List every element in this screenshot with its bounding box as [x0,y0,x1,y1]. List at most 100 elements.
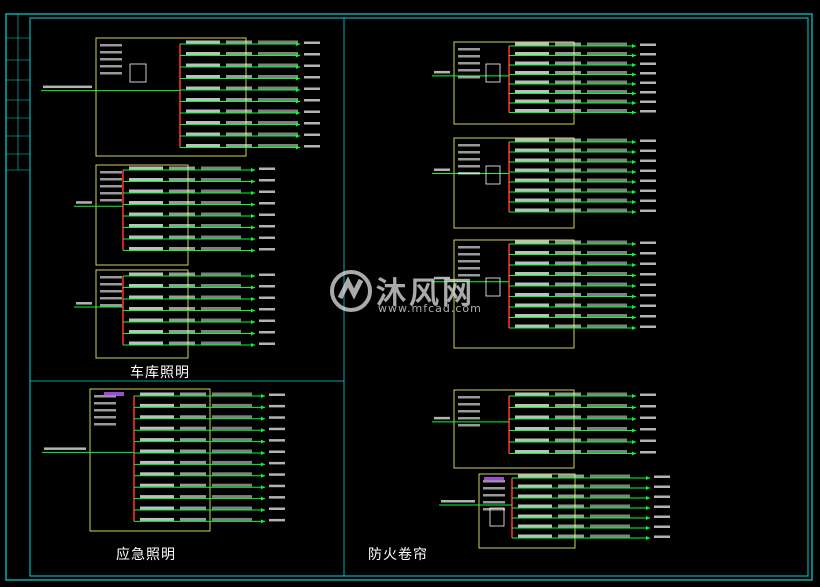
arrow-head-icon [632,210,636,214]
circuit-label-mark [587,404,627,407]
panel-spec-mark [458,246,480,249]
arrow-head-icon [632,101,636,105]
distribution-panel-4 [42,388,285,532]
cable-label-mark [169,201,195,204]
cable-label-mark [169,284,195,287]
arrow-head-icon [632,190,636,194]
cable-label-mark [180,472,206,476]
circuit-label-mark [587,168,627,172]
cable-label-mark [180,449,206,453]
breaker-label-mark [515,240,549,244]
load-label-mark [269,518,285,522]
circuit-label-mark [590,484,630,488]
panel-spec-mark [458,260,480,263]
cable-label-mark [180,460,206,464]
breaker-label-mark [515,251,549,254]
breaker-label-mark [515,138,549,142]
panel-spec-mark [100,283,122,286]
arrow-head-icon [632,294,636,299]
load-label-mark [654,475,670,478]
breaker-label-mark [518,514,552,518]
load-label-mark [259,202,275,205]
cable-label-mark [180,392,206,396]
circuit-label-mark [258,63,298,67]
distribution-panel-2 [74,164,275,266]
circuit-label-mark [587,80,627,84]
load-label-mark [654,535,670,538]
cable-label-mark [169,341,195,345]
arrow-head-icon [632,252,636,257]
circuit-label-mark [212,426,252,430]
circuit-label-mark [212,403,252,407]
circuit-label-mark [212,517,252,521]
breaker-label-mark [140,438,174,442]
cable-label-mark [555,188,581,192]
breaker-label-mark [515,80,549,84]
breaker-label-mark [129,189,163,193]
arrow-head-icon [251,168,255,172]
panel-id-accent [484,477,504,481]
arrow-head-icon [632,63,636,67]
load-label-mark [640,149,656,152]
breaker-label-mark [140,460,174,464]
breaker-label-mark [186,86,220,90]
panel-spec-mark [100,51,122,54]
panel-spec-mark [458,76,480,79]
arrow-head-icon [261,473,265,478]
panel-spec-mark [94,423,116,426]
cable-label-mark [226,86,252,90]
cable-label-mark [555,90,581,93]
arrow-head-icon [632,44,636,48]
circuit-label-mark [587,314,627,317]
arrow-head-icon [296,76,300,81]
incoming-label-mark [434,70,450,74]
breaker-label-mark [515,61,549,65]
section-label-emergency-lighting: 应急照明 [116,547,176,563]
circuit-label-mark [212,392,252,396]
breaker-label-mark [186,52,220,55]
cable-label-mark [169,224,195,227]
contactor-icon [485,277,501,297]
load-label-mark [269,461,285,465]
cable-label-mark [558,524,584,528]
panel-box [478,473,576,549]
arrow-head-icon [296,53,300,58]
cable-label-mark [226,40,252,44]
load-label-mark [304,122,320,125]
arrow-head-icon [632,110,636,115]
circuit-label-mark [212,483,252,487]
panel-spec-mark [483,480,505,483]
load-label-mark [640,304,656,307]
arrow-head-icon [632,273,636,278]
breaker-label-mark [518,474,552,478]
breaker-label-mark [515,293,549,296]
cable-label-mark [226,63,252,67]
circuit-label-mark [212,460,252,464]
circuit-label-mark [587,109,627,112]
load-label-mark [269,507,285,510]
drawing-inner-frame [29,17,809,577]
arrow-head-icon [632,315,636,320]
load-label-mark [640,62,656,65]
incoming-label-mark [441,500,475,503]
cable-label-mark [555,282,581,286]
panel-spec-mark [458,424,480,427]
load-label-mark [640,100,656,103]
breaker-label-mark [140,517,174,521]
arrow-head-icon [251,179,255,184]
cable-label-mark [555,71,581,74]
load-label-mark [654,515,670,518]
arrow-head-icon [632,417,636,421]
cable-label-mark [555,148,581,152]
cable-label-mark [226,109,252,113]
circuit-label-mark [258,144,298,147]
arrow-head-icon [646,506,650,510]
circuit-label-mark [587,52,627,55]
arrow-head-icon [261,428,265,433]
panel-spec-mark [458,55,480,58]
cable-label-mark [555,415,581,419]
arrow-head-icon [251,202,255,207]
distribution-panel-3 [74,269,275,359]
load-label-mark [640,159,656,162]
circuit-label-mark [587,324,627,328]
